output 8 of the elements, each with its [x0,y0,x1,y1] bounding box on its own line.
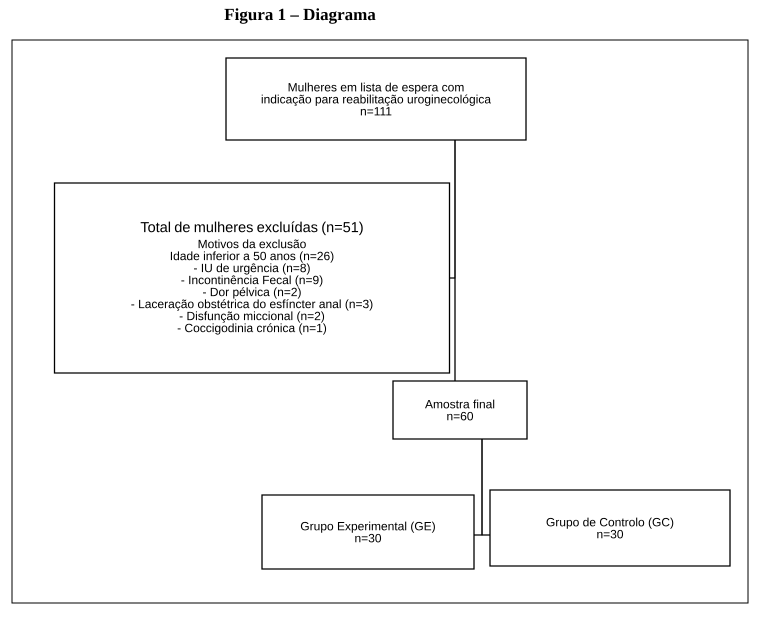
figure-title: Figura 1 – Diagrama [224,8,376,24]
flow-box: Mulheres em lista de espera com indicação para reabilitação uroginecológica n=111 [225,57,527,141]
flow-box: Grupo de Controlo (GC) n=30 [489,489,731,567]
connector-line [481,439,490,536]
flow-box: Grupo Experimental (GE) n=30 [261,494,475,570]
flow-box: Amostra final n=60 [392,380,528,440]
flow-box: Total de mulheres excluídas (n=51) Motivos da exclusão Idade inferior a 50 anos (n=26) - IU de urgência (n=8) - Incontinência Fecal (n=9) - Dor pélvica (n=2) - Laceração obstétrica do esfíncter anal (n=3) - Disfunção miccional (n=2) - Coccigodinia crónica (n=1) [54,182,450,374]
connector-line [454,140,456,381]
